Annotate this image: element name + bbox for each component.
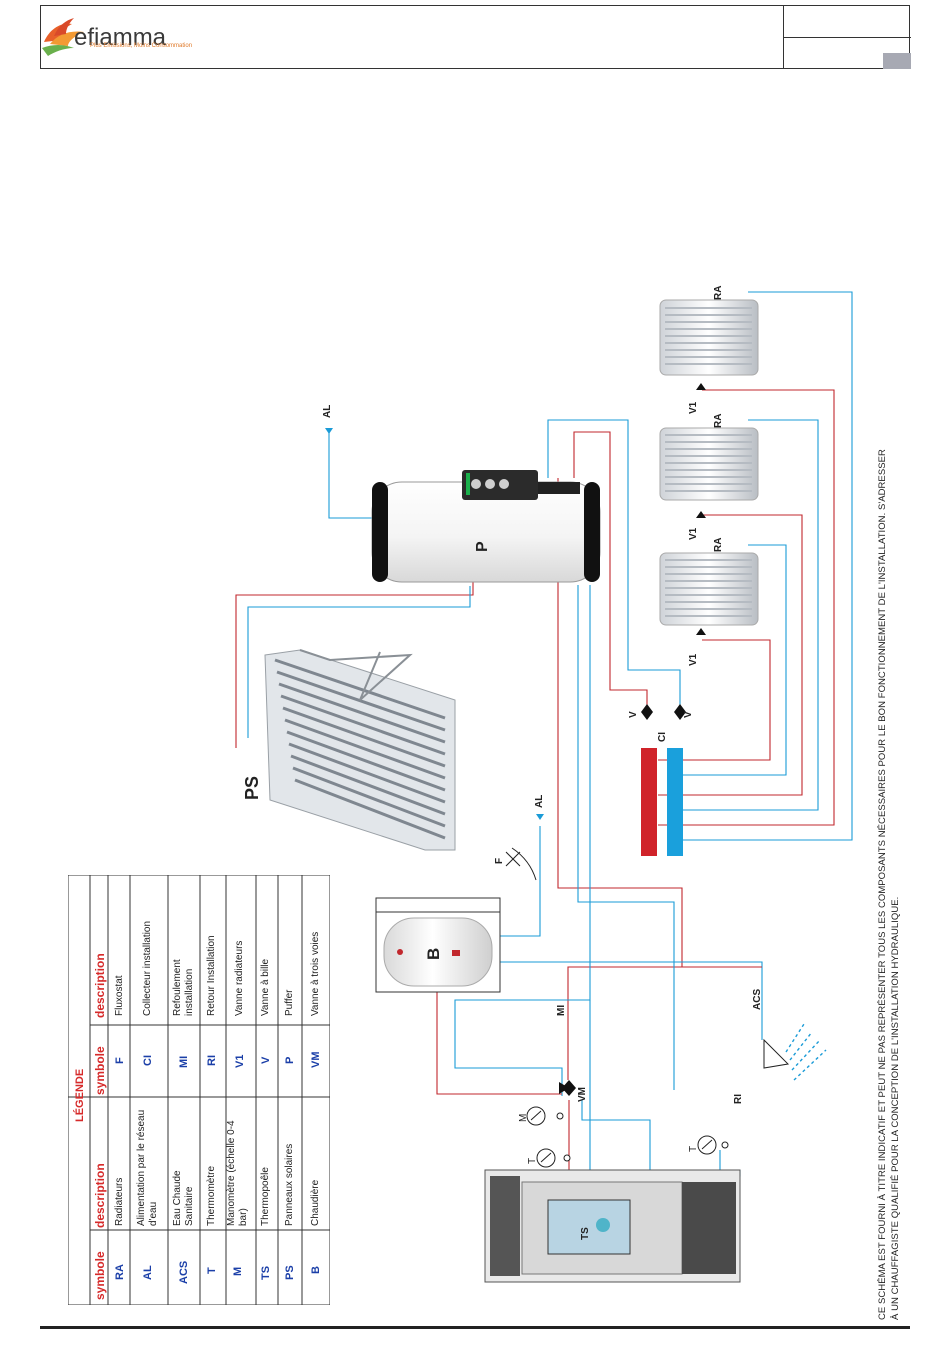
- label-collector: CI: [657, 732, 668, 742]
- water-supply-arrow-icon: [536, 814, 544, 820]
- legend-description: Vanne à trois voies: [310, 931, 321, 1016]
- label-thermo-stove: TS: [580, 1227, 591, 1240]
- puffer-tank: [371, 470, 601, 583]
- radiator-2: [659, 427, 759, 501]
- label-ra-2: RA: [713, 413, 724, 428]
- header-cell-top: [783, 6, 911, 38]
- legend-symbol: P: [284, 1056, 296, 1064]
- logo-wordmark: efiamma: [74, 24, 167, 51]
- disclaimer-text: CE SCHÉMA EST FOURNI À TITRE INDICATIF E…: [876, 449, 902, 1320]
- legend-symbol: AL: [142, 1265, 154, 1280]
- three-way-valve-icon: [559, 1080, 576, 1096]
- legend-description: Retour Installation: [206, 935, 217, 1016]
- legend-description: Eau Chaude Sanitaire: [172, 1170, 195, 1226]
- legend-description: Refoulement installation: [172, 959, 195, 1016]
- legend-title: LÉGENDE: [74, 1068, 86, 1122]
- label-puffer: P: [474, 541, 491, 552]
- legend-symbol: M: [232, 1266, 244, 1276]
- label-vm: VM: [577, 1087, 588, 1102]
- footer-rule: [40, 1326, 910, 1329]
- label-m: M: [518, 1113, 529, 1122]
- legend-description: Manomètre (échelle 0-4 bar): [226, 1120, 249, 1226]
- disclaimer-line-2: À UN CHAUFFAGISTE QUALIFIÉ POUR LA CONCE…: [890, 896, 901, 1320]
- legend-symbol: MI: [178, 1055, 190, 1068]
- legend-description: Thermopoêle: [260, 1167, 271, 1226]
- legend-description: Vanne radiateurs: [234, 940, 245, 1016]
- thermometer-icon: [536, 1148, 571, 1168]
- v1-valve-icon: [696, 383, 706, 390]
- label-ra-3: RA: [713, 285, 724, 300]
- boiler: [375, 897, 501, 993]
- legend-header-desc-left: description: [93, 1163, 107, 1228]
- legend-symbol: VM: [310, 1051, 322, 1069]
- v1-valve-icon: [696, 511, 706, 518]
- legend-symbol: TS: [260, 1265, 272, 1280]
- label-ri: RI: [733, 1094, 744, 1104]
- thermometer-icon: [697, 1135, 729, 1155]
- legend-table: [68, 875, 330, 1305]
- water-supply-arrow-icon: [325, 428, 333, 434]
- label-boiler: B: [424, 947, 443, 960]
- legend-description: Chaudière: [310, 1179, 321, 1226]
- label-ra-1: RA: [713, 537, 724, 552]
- label-v1-2: V1: [688, 527, 699, 540]
- legend-description: Radiateurs: [114, 1177, 125, 1226]
- logo-tagline: Plus Emissions, Moins Consommation: [90, 43, 193, 49]
- radiator-1: [659, 552, 759, 626]
- legend-symbol: B: [310, 1266, 322, 1274]
- legend-description: Vanne à bille: [260, 958, 271, 1016]
- label-al-top: AL: [322, 404, 333, 418]
- thermo-stove: [484, 1169, 741, 1283]
- shower-icon: [763, 1023, 827, 1081]
- page-tab-marker: [883, 53, 911, 69]
- legend-symbol: T: [206, 1267, 218, 1274]
- legend-description: Collecteur installation: [142, 920, 153, 1016]
- legend-description: Fluxostat: [114, 975, 125, 1016]
- label-solar-panels: PS: [242, 775, 262, 800]
- manometer-icon: [526, 1106, 564, 1126]
- legend-symbol: ACS: [178, 1260, 190, 1284]
- legend-description: Puffer: [284, 989, 295, 1017]
- legend-description: Thermomètre: [206, 1165, 217, 1226]
- label-v1-3: V1: [688, 401, 699, 414]
- label-mi: MI: [556, 1004, 567, 1016]
- label-t-right: T: [688, 1145, 699, 1152]
- label-v-left: V: [628, 711, 639, 718]
- legend-symbol: RA: [114, 1264, 126, 1280]
- label-v1-1: V1: [688, 653, 699, 666]
- label-t-left: T: [527, 1157, 538, 1164]
- manifold-cold: [667, 748, 683, 856]
- ball-valve-icon: [641, 704, 686, 720]
- disclaimer-line-1: CE SCHÉMA EST FOURNI À TITRE INDICATIF E…: [877, 449, 888, 1320]
- legend-symbol: RI: [206, 1055, 218, 1066]
- solar-panel: [264, 649, 456, 851]
- legend-header-desc-right: description: [93, 953, 107, 1018]
- legend-header-symbol-left: symbole: [93, 1251, 107, 1300]
- legend-symbol: V1: [234, 1054, 246, 1068]
- legend-description: Alimentation par le réseau d'eau: [136, 1109, 159, 1226]
- legend-symbol: V: [260, 1056, 272, 1064]
- radiator-3: [659, 299, 759, 376]
- manifold-hot: [641, 748, 657, 856]
- header-cell-bottom: [783, 37, 911, 69]
- header-frame: [40, 5, 911, 69]
- legend-symbol: CI: [142, 1055, 154, 1066]
- v1-valve-icon: [696, 628, 706, 635]
- label-fluxostat: F: [494, 857, 505, 864]
- label-al-mid: AL: [534, 794, 545, 808]
- fluxostat-icon: [505, 847, 537, 881]
- legend-description: Panneaux solaires: [284, 1143, 295, 1226]
- legend-header-symbol-right: symbole: [93, 1046, 107, 1095]
- legend-symbol: F: [114, 1057, 126, 1064]
- label-v-right: V: [683, 711, 694, 718]
- flame-logo-icon: [42, 18, 84, 56]
- label-acs: ACS: [752, 988, 763, 1010]
- legend-symbol: PS: [284, 1265, 296, 1280]
